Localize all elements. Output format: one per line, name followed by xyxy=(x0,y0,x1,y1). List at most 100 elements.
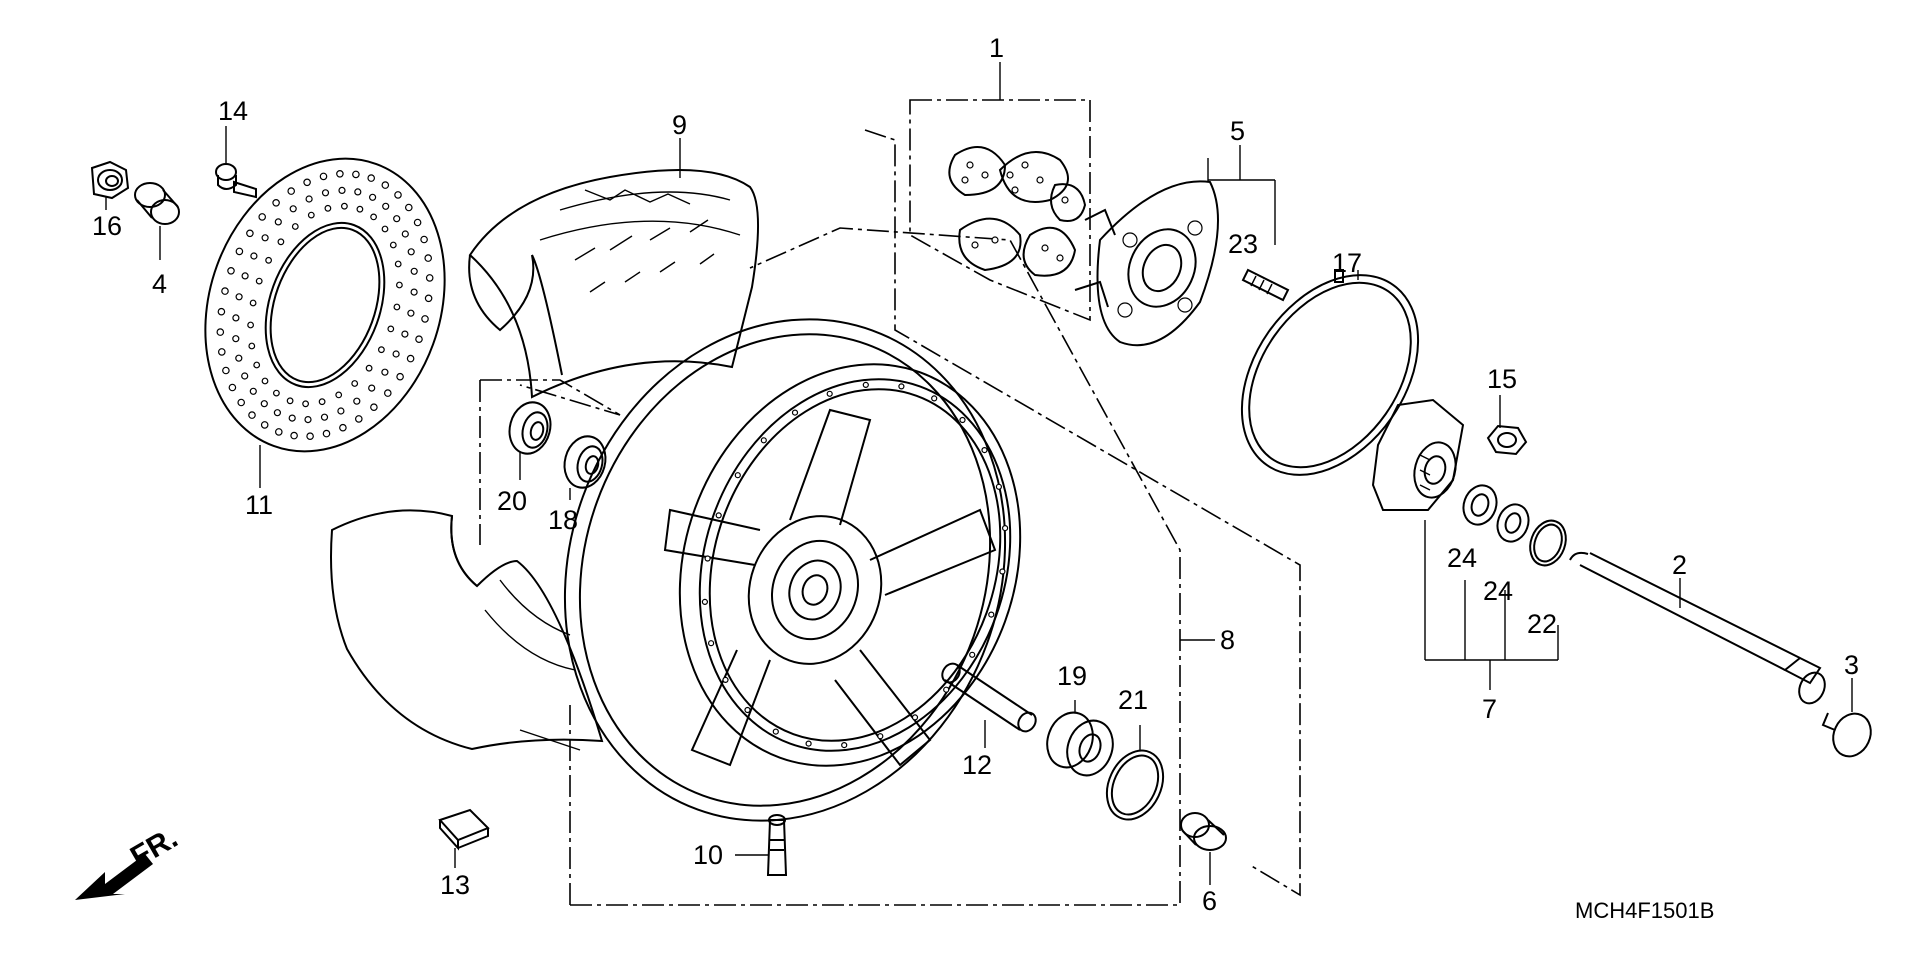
part-2-axle xyxy=(1569,551,1826,705)
hole-mark xyxy=(341,202,348,210)
callout-9: 9 xyxy=(672,110,687,140)
hole-mark xyxy=(407,248,415,256)
hole-mark xyxy=(1001,524,1009,532)
hole-mark xyxy=(805,740,812,747)
hole-mark xyxy=(943,686,950,693)
hole-mark xyxy=(217,307,226,316)
hole-mark xyxy=(351,380,359,387)
hole-mark xyxy=(387,325,395,333)
hole-mark xyxy=(969,651,976,658)
hole-mark xyxy=(999,568,1006,575)
part-7-hub xyxy=(1371,398,1559,690)
part-9-tire-lower xyxy=(330,509,604,751)
damper-dot xyxy=(966,161,974,169)
hole-mark xyxy=(381,225,389,233)
hole-mark xyxy=(258,213,267,221)
part-10-valve xyxy=(735,814,788,876)
hole-mark xyxy=(370,213,378,221)
hole-mark xyxy=(248,411,256,419)
hole-mark xyxy=(396,372,404,381)
callout-15: 15 xyxy=(1487,364,1517,394)
hole-mark xyxy=(393,303,401,311)
hole-mark xyxy=(232,314,240,322)
callout-1: 1 xyxy=(989,33,1004,63)
hole-mark xyxy=(369,193,377,201)
part-8-outline xyxy=(479,227,1215,906)
hole-mark xyxy=(248,342,256,350)
hole-mark xyxy=(410,288,418,296)
hole-mark xyxy=(273,409,281,417)
hole-mark xyxy=(216,328,225,336)
hole-mark xyxy=(981,447,988,454)
hole-mark xyxy=(235,354,243,362)
part-14-bolt xyxy=(215,126,257,199)
part-16-flange-nut xyxy=(90,160,130,210)
hole-mark xyxy=(318,398,326,406)
hole-mark xyxy=(320,413,329,421)
hole-mark xyxy=(734,472,741,479)
part-9-tire-upper xyxy=(468,138,760,399)
hole-mark xyxy=(291,223,299,230)
hole-mark xyxy=(218,348,226,356)
callout-24-a: 24 xyxy=(1447,543,1477,573)
hole-mark xyxy=(826,390,833,397)
hole-mark xyxy=(322,429,331,438)
hole-mark xyxy=(324,204,332,212)
hole-mark xyxy=(265,256,273,264)
hole-mark xyxy=(354,188,362,196)
hole-mark xyxy=(246,229,254,238)
hole-mark xyxy=(424,294,433,303)
hole-mark xyxy=(303,178,311,187)
part-15-nut xyxy=(1486,395,1528,456)
hole-mark xyxy=(406,354,415,363)
part-22-o-ring xyxy=(1529,519,1567,567)
part-8-wheel xyxy=(563,318,1022,822)
hole-mark xyxy=(274,218,282,226)
part-3-cap xyxy=(1821,678,1872,758)
callout-12: 12 xyxy=(962,750,992,780)
hole-mark xyxy=(413,218,422,227)
hole-mark xyxy=(235,247,244,256)
hole-mark xyxy=(988,611,995,618)
hole-mark xyxy=(791,409,799,416)
hole-mark xyxy=(302,400,310,408)
damper-dot xyxy=(1056,254,1064,262)
hole-mark xyxy=(261,377,269,385)
damper-dot xyxy=(961,176,969,184)
callout-17: 17 xyxy=(1332,248,1362,278)
part-17-snap-ring xyxy=(1240,269,1420,476)
hole-mark xyxy=(304,416,312,424)
hole-mark xyxy=(389,241,397,249)
hole-mark xyxy=(249,299,257,307)
callout-24-b: 24 xyxy=(1483,576,1513,606)
callout-18: 18 xyxy=(548,505,578,535)
callout-5: 5 xyxy=(1230,116,1245,146)
callout-11: 11 xyxy=(245,490,273,520)
hole-mark xyxy=(232,335,240,343)
callout-4: 4 xyxy=(152,269,167,299)
hole-mark xyxy=(760,437,767,444)
hole-mark xyxy=(404,203,413,212)
hole-mark xyxy=(255,277,263,285)
part-6-collar xyxy=(1180,812,1227,885)
hole-mark xyxy=(286,397,294,405)
hole-mark xyxy=(393,215,401,223)
damper-dot xyxy=(1036,176,1044,184)
hole-mark xyxy=(227,266,235,275)
hole-mark xyxy=(715,512,722,519)
part-21-o-ring xyxy=(1105,725,1165,821)
hole-mark xyxy=(273,389,280,397)
damper-dot xyxy=(1041,244,1049,252)
callout-13: 13 xyxy=(440,870,470,900)
damper-dot xyxy=(971,241,979,249)
hole-mark xyxy=(249,387,257,395)
hole-mark xyxy=(354,415,363,423)
hole-mark xyxy=(772,728,779,735)
damper-dot xyxy=(1021,161,1029,169)
hole-mark xyxy=(307,211,315,219)
hole-mark xyxy=(368,384,376,392)
hole-mark xyxy=(421,315,429,323)
hole-mark xyxy=(381,368,389,376)
callout-7: 7 xyxy=(1482,694,1497,724)
callout-10: 10 xyxy=(693,840,723,870)
